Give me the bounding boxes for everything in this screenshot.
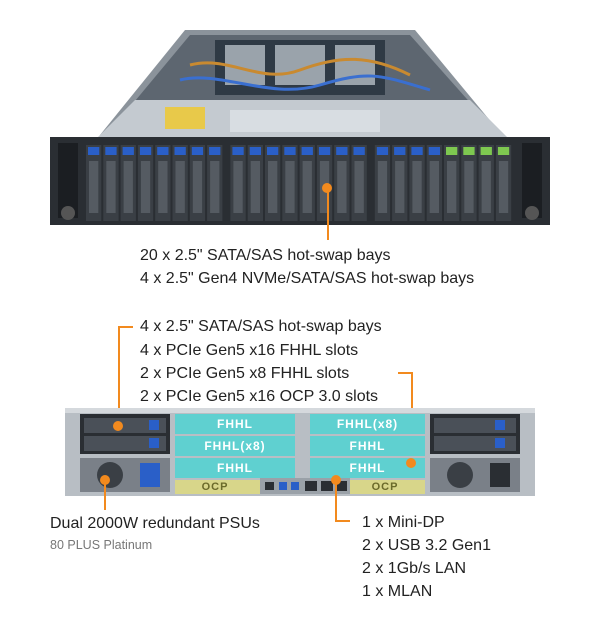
drive-bay-vent xyxy=(140,161,151,213)
front-callout-line xyxy=(327,188,329,240)
drive-bay-tab xyxy=(122,147,134,155)
slot-label-left-2: FHHL(x8) xyxy=(204,439,266,453)
drive-bay-tab xyxy=(376,147,389,155)
drive-bay-tab xyxy=(428,147,440,155)
drive-bay-vent xyxy=(337,161,347,213)
drive-bay-vent xyxy=(302,161,312,213)
io-spec-line-3: 2 x 1Gb/s LAN xyxy=(362,560,467,577)
io-spec-line-1: 1 x Mini-DP xyxy=(362,514,445,531)
rear-callout-dot-pcie xyxy=(406,458,416,468)
drive-bay-tab xyxy=(88,147,100,155)
front-server-image xyxy=(40,25,560,235)
drive-bay-tab xyxy=(157,147,169,155)
rear-callout-dot-bays xyxy=(113,421,123,431)
ocp-label-left: OCP xyxy=(201,481,229,493)
drive-bay-tab xyxy=(353,147,365,155)
drive-bay-vent xyxy=(429,161,439,213)
drive-bay-tab xyxy=(191,147,204,155)
rear-callout-bays-horizontal xyxy=(118,326,133,328)
drive-bay-vent xyxy=(464,161,474,213)
psu-callout-line xyxy=(104,480,106,510)
rear-spec-line-1: 4 x 2.5" SATA/SAS hot-swap bays xyxy=(140,318,382,335)
drive-bay-tab xyxy=(105,147,117,155)
drive-bay-tab xyxy=(209,147,221,155)
drive-bay-vent xyxy=(106,161,116,213)
drive-bay-tab xyxy=(336,147,348,155)
front-callout-dot xyxy=(322,183,332,193)
drive-bay-vent xyxy=(268,161,278,213)
drive-bay-vent xyxy=(377,161,388,213)
drive-bay-tab xyxy=(232,147,244,155)
rear-server-image xyxy=(65,408,535,496)
rear-callout-pcie-horizontal xyxy=(398,372,413,374)
drive-bay-vent xyxy=(498,161,509,213)
drive-bay-tab xyxy=(174,147,186,155)
drive-bay-vent xyxy=(250,161,260,213)
rear-spec-line-3: 2 x PCIe Gen5 x8 FHHL slots xyxy=(140,365,350,382)
drive-bay-tab xyxy=(318,147,331,155)
ocp-label-right: OCP xyxy=(371,481,399,493)
drive-bay-tab xyxy=(284,147,296,155)
drive-bay-vent xyxy=(447,161,457,213)
slot-label-right-2: FHHL xyxy=(349,439,386,453)
drive-bay-tab xyxy=(446,147,458,155)
drive-bay-vent xyxy=(285,161,295,213)
drive-bay-vent xyxy=(233,161,243,213)
drive-bay-tab xyxy=(394,147,406,155)
drive-bay-tab xyxy=(411,147,423,155)
drive-bay-vent xyxy=(412,161,422,213)
io-callout-horizontal xyxy=(335,520,350,522)
rear-callout-bays-vertical xyxy=(118,326,120,426)
drive-bay-tab xyxy=(497,147,510,155)
slot-label-left-3: FHHL xyxy=(217,461,253,475)
slot-label-left-1: FHHL xyxy=(217,417,253,431)
rear-spec-line-4: 2 x PCIe Gen5 x16 OCP 3.0 slots xyxy=(140,388,379,405)
drive-bay-vent xyxy=(89,161,99,213)
io-spec-line-4: 1 x MLAN xyxy=(362,583,433,600)
drive-bay-vent xyxy=(395,161,405,213)
front-spec-line-1: 20 x 2.5" SATA/SAS hot-swap bays xyxy=(140,247,391,264)
drive-bay-vent xyxy=(175,161,185,213)
front-spec-line-2: 4 x 2.5" Gen4 NVMe/SATA/SAS hot-swap bay… xyxy=(140,270,475,287)
slot-label-right-3: FHHL xyxy=(349,461,386,475)
drive-bay-tab xyxy=(301,147,313,155)
drive-bay-vent xyxy=(354,161,364,213)
io-spec-line-2: 2 x USB 3.2 Gen1 xyxy=(362,537,491,554)
drive-bay-tab xyxy=(480,147,492,155)
psu-title: Dual 2000W redundant PSUs xyxy=(50,515,260,532)
psu-subtitle: 80 PLUS Platinum xyxy=(50,538,153,552)
drive-bay-vent xyxy=(210,161,220,213)
io-callout-vertical xyxy=(335,480,337,522)
drive-bay-tab xyxy=(463,147,475,155)
drive-bay-tab xyxy=(249,147,261,155)
drive-bay-tab xyxy=(267,147,279,155)
drive-bay-vent xyxy=(123,161,133,213)
drive-bay-vent xyxy=(481,161,491,213)
drive-bay-vent xyxy=(158,161,168,213)
drive-bay-vent xyxy=(192,161,203,213)
rear-spec-line-2: 4 x PCIe Gen5 x16 FHHL slots xyxy=(140,342,359,359)
drive-bay-tab xyxy=(139,147,152,155)
slot-label-right-1: FHHL(x8) xyxy=(336,417,399,431)
